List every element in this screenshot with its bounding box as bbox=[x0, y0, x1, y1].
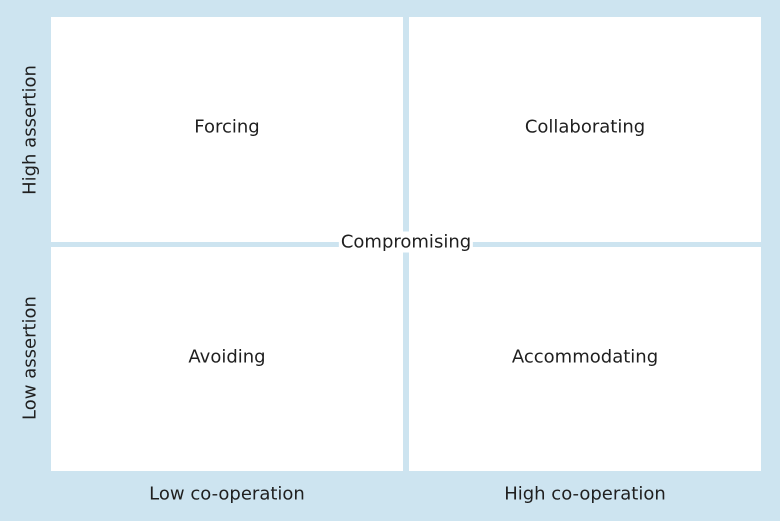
quadrant-label-collaborating: Collaborating bbox=[524, 116, 646, 138]
y-axis-label-high: High assertion bbox=[19, 65, 41, 195]
quadrant-label-avoiding: Avoiding bbox=[188, 346, 266, 368]
quadrant-bottom-left bbox=[51, 247, 403, 471]
y-axis-label-low: Low assertion bbox=[19, 296, 41, 420]
quadrant-top-right bbox=[409, 17, 761, 242]
quadrant-top-left bbox=[51, 17, 403, 242]
quadrant-label-accommodating: Accommodating bbox=[511, 346, 659, 368]
quadrant-label-forcing: Forcing bbox=[194, 116, 260, 138]
x-axis-label-high: High co-operation bbox=[504, 483, 666, 505]
center-label-compromising: Compromising bbox=[338, 231, 474, 253]
x-axis-label-low: Low co-operation bbox=[149, 483, 305, 505]
quadrant-bottom-right bbox=[409, 247, 761, 471]
